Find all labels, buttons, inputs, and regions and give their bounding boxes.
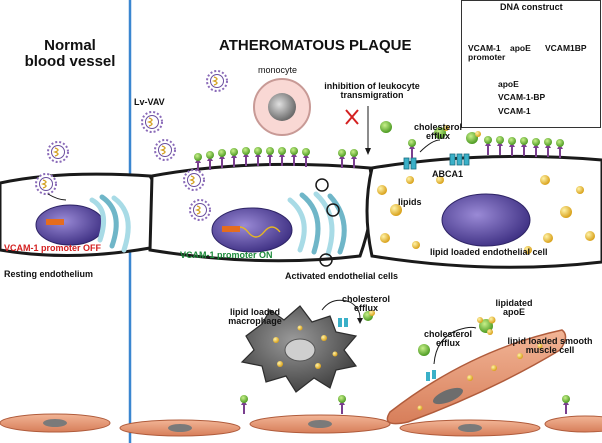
macrophage-lipids <box>273 325 338 369</box>
virus-entry-arrow <box>47 193 67 201</box>
legend-construct-title: DNA construct <box>500 2 563 12</box>
activated-nucleus <box>211 207 293 253</box>
inhibition-label: inhibition of leukocyte transmigration <box>312 81 432 101</box>
macrophage-label: lipid loaded macrophage <box>220 307 290 327</box>
abca1-transporters <box>403 153 470 170</box>
legend-vcam-bp-key: VCAM-1-BP <box>498 92 546 102</box>
chol-efflux-smc-line2: efflux <box>435 338 460 349</box>
activated-er <box>287 191 347 257</box>
legend-vcam-promoter-label: VCAM-1 promoter <box>468 44 505 62</box>
free-apoe-molecules <box>380 121 481 144</box>
inhibition-line2: transmigration <box>340 90 404 101</box>
inhibition-line1: inhibition of leukocyte <box>324 81 420 91</box>
macrophage-abca1 <box>338 318 348 327</box>
legend-vcam1-key: VCAM-1 <box>498 106 531 116</box>
resting-dna-construct <box>46 219 64 225</box>
activated-dna-construct <box>222 226 240 232</box>
smc-label: lipid loaded smooth muscle cell <box>498 336 602 356</box>
smc-line2: muscle cell <box>525 345 575 356</box>
activated-endothelial-label: Activated endothelial cells <box>285 271 399 281</box>
lipidated-apoe-cluster <box>418 316 496 356</box>
chol-efflux-mac-line2: efflux <box>353 303 378 314</box>
chol-efflux-smc-line1: cholesterol <box>423 329 472 339</box>
macrophage-efflux-arrow <box>321 299 361 319</box>
efflux-arrow-top <box>419 139 441 153</box>
lipidated-line1: lipidated <box>495 298 533 308</box>
smooth-muscle-row <box>0 413 602 437</box>
inhibition-cross-icon <box>345 109 359 125</box>
lipidated-line2: apoE <box>502 307 525 318</box>
normal-title-line1: Normal <box>44 37 96 54</box>
lv-vav-label: Lv-VAV <box>134 97 165 107</box>
lipids-label: lipids <box>398 197 422 207</box>
macrophage-line2: macrophage <box>228 316 282 327</box>
legend-vcam-promoter-line1: VCAM-1 <box>468 43 501 53</box>
chol-efflux-mac-line1: cholesterol <box>341 294 390 304</box>
plaque-title: ATHEROMATOUS PLAQUE <box>219 37 412 54</box>
promoter-on-label: VCAM-1 promoter ON <box>180 250 273 260</box>
macrophage-efflux-label: cholesterol efflux <box>334 294 398 314</box>
smc-efflux-arrow <box>433 326 477 365</box>
macrophage-line1: lipid loaded <box>229 307 280 317</box>
lipidated-apoe-label: lipidated apoE <box>486 298 542 318</box>
endothelial-lipid-droplets <box>377 175 595 254</box>
abca1-label: ABCA1 <box>432 169 464 179</box>
activated-vesicles <box>315 178 340 267</box>
normal-vessel-title: Normal blood vessel <box>20 38 120 70</box>
cholesterol-efflux-top: cholesterol efflux <box>408 122 468 142</box>
smc-lipids <box>417 343 543 411</box>
monocyte-nucleus <box>268 93 296 121</box>
promoter-off-label: VCAM-1 promoter OFF <box>4 243 102 253</box>
smc-line1: lipid loaded smooth <box>507 336 593 346</box>
lipid-smc-nucleus <box>432 387 464 405</box>
smooth-muscle-nuclei <box>43 419 482 432</box>
macrophage-nucleus <box>284 338 316 362</box>
monocyte-label: monocyte <box>258 65 298 75</box>
smc-efflux-label: cholesterol efflux <box>418 329 478 349</box>
chol-efflux-top-line1: cholesterol <box>413 122 462 132</box>
legend-vcam-promoter-line2: promoter <box>468 51 506 62</box>
resting-er <box>89 194 131 253</box>
legend-box <box>461 0 601 128</box>
legend-apoe-key: apoE <box>498 79 519 89</box>
lipid-endothelial-label: lipid loaded endothelial cell <box>430 247 548 257</box>
normal-title-line2: blood vessel <box>24 52 116 70</box>
chol-efflux-top-line2: efflux <box>425 131 450 142</box>
smc-abca1 <box>426 370 436 381</box>
legend-apoe-label: apoE <box>510 43 531 53</box>
legend-vcam1bp-label: VCAM1BP <box>545 43 587 53</box>
resting-endothelium-label: Resting endothelium <box>4 269 94 279</box>
lipid-endothelial-nucleus <box>441 193 531 247</box>
